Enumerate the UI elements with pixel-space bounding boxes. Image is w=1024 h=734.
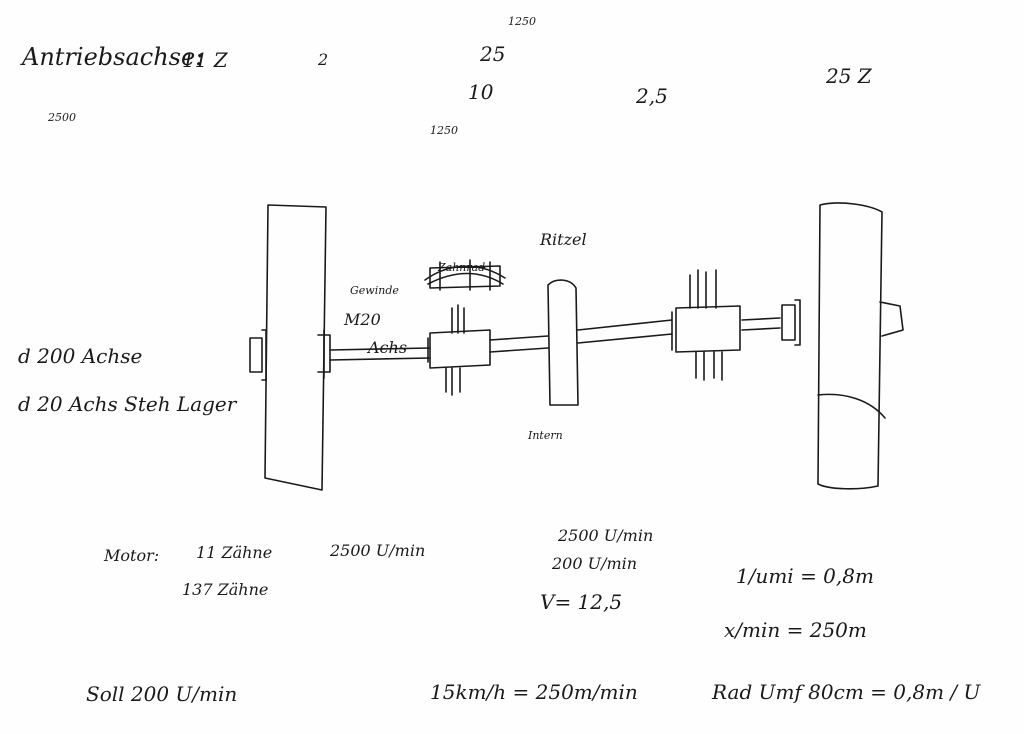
note-1250-top: 1250 <box>508 15 536 28</box>
note-ratio-2: 2 <box>318 50 329 69</box>
heading-drive-axle: Antriebsachse: <box>22 43 204 71</box>
note-circumference-per-rev: 1/umi = 0,8m <box>736 564 874 588</box>
note-speed: 15km/h = 250m/min <box>430 680 638 704</box>
note-calc-200: 200 U/min <box>552 554 638 573</box>
label-m20: M20 <box>344 310 381 329</box>
heading-teeth: 11 Z <box>182 48 228 72</box>
note-calc-v: V= 12,5 <box>540 590 623 614</box>
note-1250-mid: 1250 <box>430 124 458 137</box>
label-intern: Intern <box>528 429 563 442</box>
label-struck-gear: Zahnrad <box>438 261 486 274</box>
right-wheel-hub <box>879 301 904 337</box>
note-motor-teeth: 11 Zähne <box>196 543 273 562</box>
left-axle <box>329 347 431 361</box>
note-25z: 25 Z <box>826 64 872 88</box>
note-motor: Motor: <box>104 546 160 565</box>
note-motor-rpm: 2500 U/min <box>330 541 426 560</box>
label-achs: Achs <box>368 338 408 357</box>
note-ratio-2-5: 2,5 <box>636 84 668 108</box>
note-distance-per-min: x/min = 250m <box>724 618 867 642</box>
note-wheel-circ: Rad Umf 80cm = 0,8m / U <box>712 680 981 704</box>
note-teeth-137: 137 Zähne <box>182 580 269 599</box>
right-bearing-block <box>671 269 741 381</box>
left-wheel <box>264 204 327 491</box>
right-axle <box>741 299 801 346</box>
left-wheel-hub <box>249 329 331 381</box>
note-25: 25 <box>480 42 506 66</box>
note-calc-2500: 2500 U/min <box>558 526 654 545</box>
pinion-sprocket <box>547 279 579 406</box>
label-thread: Gewinde <box>350 284 399 297</box>
right-wheel <box>817 202 883 490</box>
struck-gear-sketch <box>424 259 506 291</box>
note-10: 10 <box>468 80 494 104</box>
note-2500-top: 2500 <box>48 111 76 124</box>
label-ritzel: Ritzel <box>540 230 587 249</box>
note-target-rpm: Soll 200 U/min <box>86 682 238 706</box>
note-wheel-diameter: d 200 Achse <box>18 344 143 368</box>
note-axle-bearing: d 20 Achs Steh Lager <box>18 392 237 416</box>
middle-axle <box>489 319 673 353</box>
left-bearing-block <box>427 304 491 396</box>
